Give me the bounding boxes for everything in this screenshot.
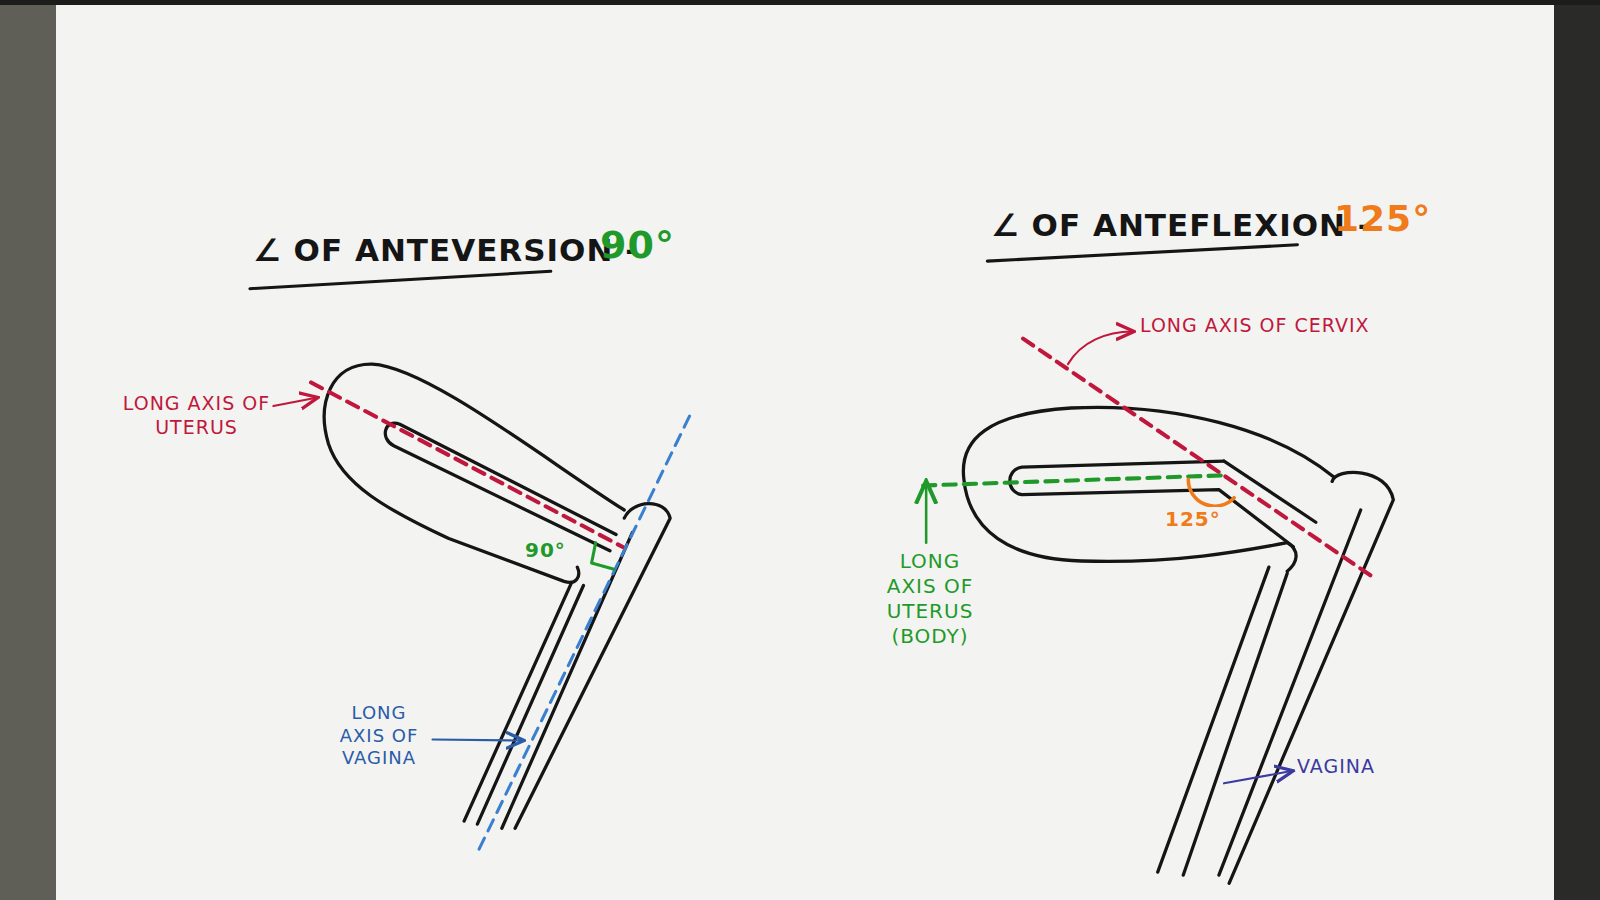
paper-edge [1554,0,1600,900]
cervix-axis [1023,339,1372,577]
part-label: VAGINA [1297,755,1375,779]
leader-line [1224,771,1291,783]
uterus-axis [311,383,624,548]
uterus-outline [963,407,1334,571]
part-label: LONG AXIS OF UTERUS (BODY) [875,549,985,649]
uterine-cavity [1010,461,1294,547]
vaginal-wall [1219,510,1361,875]
vaginal-wall [464,583,571,821]
angle-value: 90° [523,538,568,563]
cervix-lip [515,504,670,829]
vaginal-wall [1158,567,1269,872]
uterus-outline [324,364,624,582]
angle-value: 125° [1334,196,1431,241]
heading: ∠ OF ANTEVERSION - [253,231,639,270]
angle-value: 90° [600,222,675,270]
right-angle-mark [592,543,614,570]
part-label: LONG AXIS OF UTERUS [120,392,273,440]
heading: ∠ OF ANTEFLEXION - [991,206,1372,245]
leader-line [925,483,928,542]
part-label: LONG AXIS OF VAGINA [328,702,430,770]
part-label: LONG AXIS OF CERVIX [1140,314,1370,338]
vagina-axis [477,416,689,853]
cervical-canal [1224,461,1316,522]
angle-value: 125° [1163,507,1223,532]
leader-line [273,398,316,406]
leader-line [432,740,522,741]
paper-edge [0,0,1600,5]
underline [987,245,1297,261]
body-axis [923,475,1224,485]
underline [250,271,551,288]
leader-line [1068,332,1132,365]
vaginal-wall [477,585,583,824]
angle-arc [1188,479,1234,506]
vaginal-wall [502,532,633,828]
paper-edge [0,0,56,900]
uterine-cavity [385,423,616,551]
